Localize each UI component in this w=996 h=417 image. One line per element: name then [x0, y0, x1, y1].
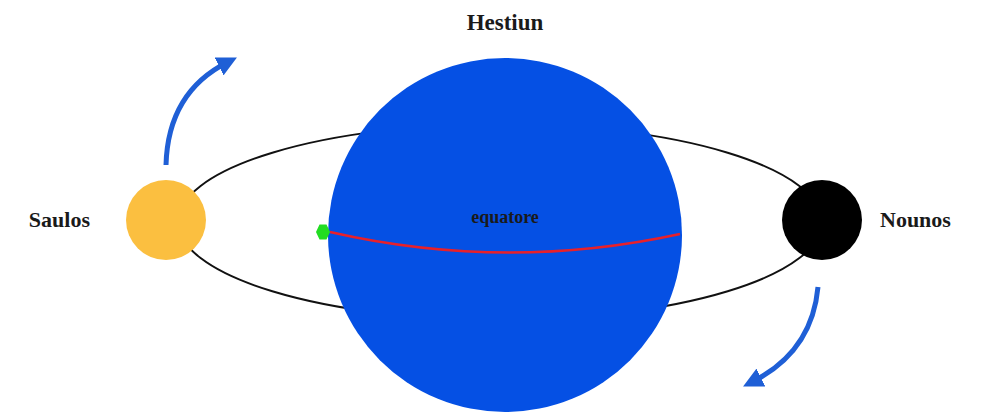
motion-arrow: [166, 62, 228, 165]
equator-label: equatore: [471, 207, 539, 228]
location-dot: [316, 225, 330, 240]
circle-shape: [782, 180, 862, 260]
planet-title: Hestiun: [467, 10, 544, 36]
moon-circle: Nounos: [782, 180, 862, 260]
planet-circle: Hestiunequatore: [328, 58, 682, 412]
circle-shape: [126, 180, 206, 260]
sun-circle: Saulos: [126, 180, 206, 260]
circle-shape: [328, 58, 682, 412]
motion-arrow: [752, 287, 818, 382]
equator-line: [330, 232, 680, 253]
body-label: Nounos: [880, 207, 951, 233]
body-label: Saulos: [29, 207, 90, 233]
